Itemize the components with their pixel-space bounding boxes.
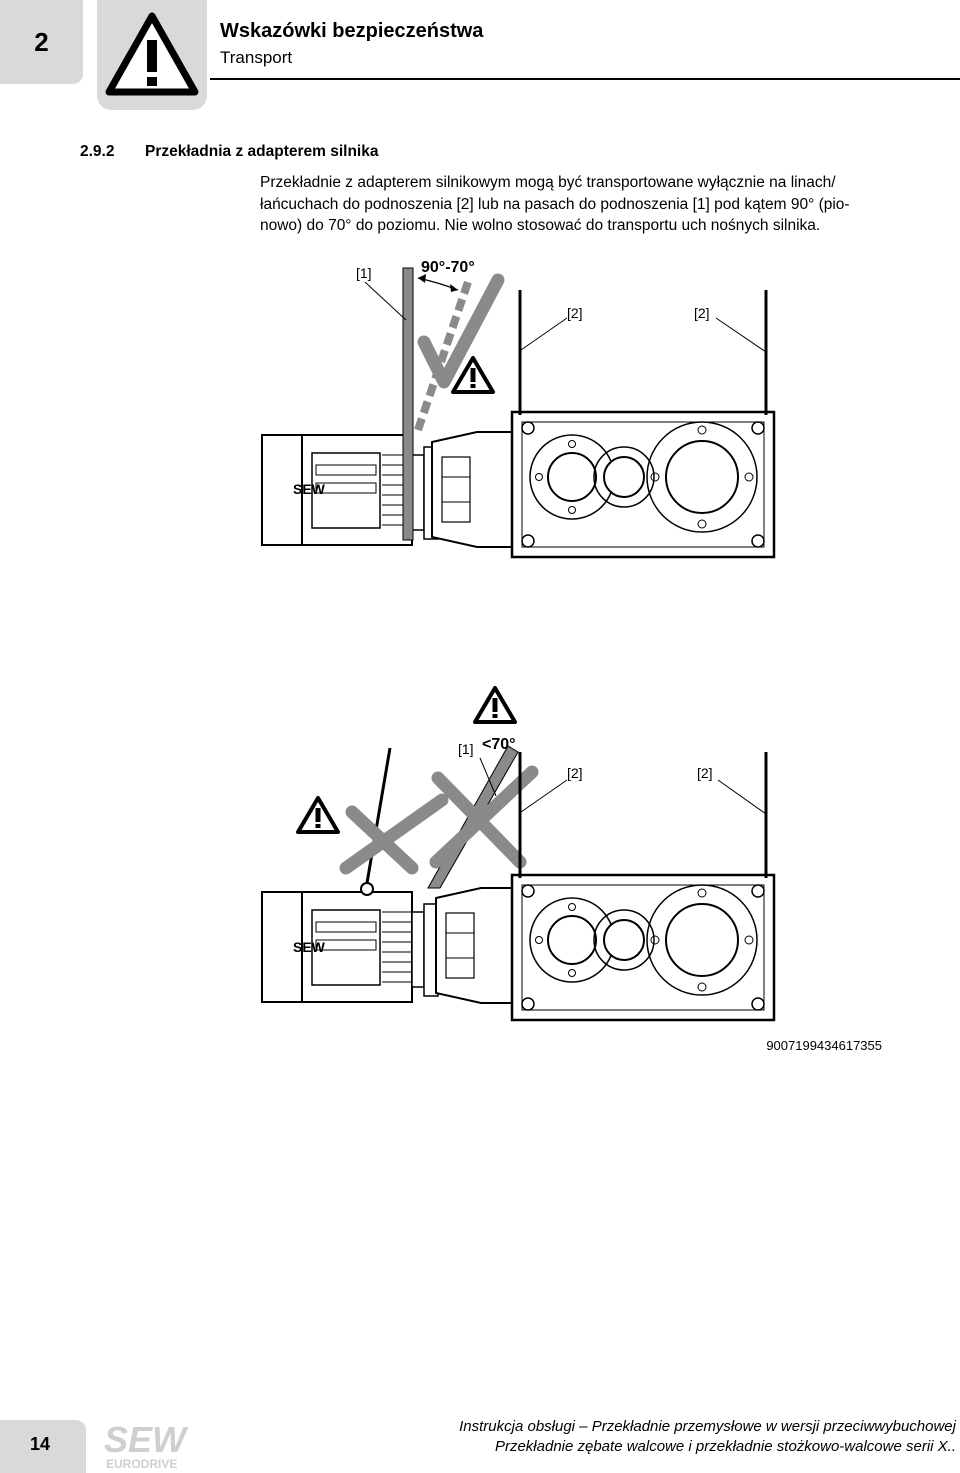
label-belt: [1] [356, 265, 372, 281]
warning-panel [97, 0, 207, 110]
cross-mark-icon [339, 793, 449, 875]
sew-eurodrive-logo: SEW EURODRIVE [104, 1419, 189, 1470]
warning-icon [473, 686, 517, 724]
warning-icon [296, 796, 340, 834]
footer-doc-title: Instrukcja obsługi – Przekładnie przemys… [459, 1418, 956, 1435]
lifting-belt [402, 267, 414, 541]
cross-mark-icon [429, 765, 539, 869]
transport-figure: SEW [1] 90°-70° [2] [2] SEW [261, 259, 776, 1022]
footer-doc-subtitle: Przekładnie zębate walcowe i przekładnie… [494, 1438, 956, 1455]
footer-tab [0, 1420, 86, 1473]
section-title: Przekładnia z adapterem silnika [145, 143, 379, 160]
paragraph-line: Przekładnie z adapterem silnikowym mogą … [260, 174, 836, 191]
check-mark-icon [417, 273, 505, 389]
label-chain: [2] [697, 765, 713, 781]
section-number: 2.9.2 [80, 143, 115, 160]
angle-label: 90°-70° [421, 259, 475, 276]
motor-brand-label: SEW [293, 939, 326, 955]
paragraph-line: łańcuchach do podnoszenia [2] lub na pas… [260, 195, 850, 213]
header-divider [210, 78, 960, 80]
lifting-belt-angled [414, 280, 472, 432]
figure-id: 9007199434617355 [766, 1038, 882, 1053]
warning-triangle-icon [105, 12, 199, 96]
label-chain: [2] [694, 305, 710, 321]
motor-eye-line [365, 747, 392, 884]
page-subtitle: Transport [220, 48, 293, 67]
svg-text:SEW: SEW [104, 1419, 189, 1460]
angle-label: <70° [482, 736, 516, 753]
label-belt: [1] [458, 741, 474, 757]
label-chain: [2] [567, 305, 583, 321]
chapter-tab: 2 [0, 0, 83, 84]
motor-brand-label: SEW [293, 481, 326, 497]
chapter-number: 2 [34, 26, 49, 57]
figure-top: SEW [1] 90°-70° [2] [2] [261, 259, 776, 559]
body-paragraph: Przekładnie z adapterem silnikowym mogą … [260, 172, 960, 237]
svg-text:EURODRIVE: EURODRIVE [106, 1457, 177, 1470]
label-chain: [2] [567, 765, 583, 781]
paragraph-line: nowo) do 70° do poziomu. Nie wolno stoso… [260, 217, 821, 234]
page-title: Wskazówki bezpieczeństwa [220, 20, 484, 42]
page-number: 14 [30, 1434, 51, 1454]
figure-bottom: SEW [1] <70° [2] [2] [261, 686, 776, 1022]
